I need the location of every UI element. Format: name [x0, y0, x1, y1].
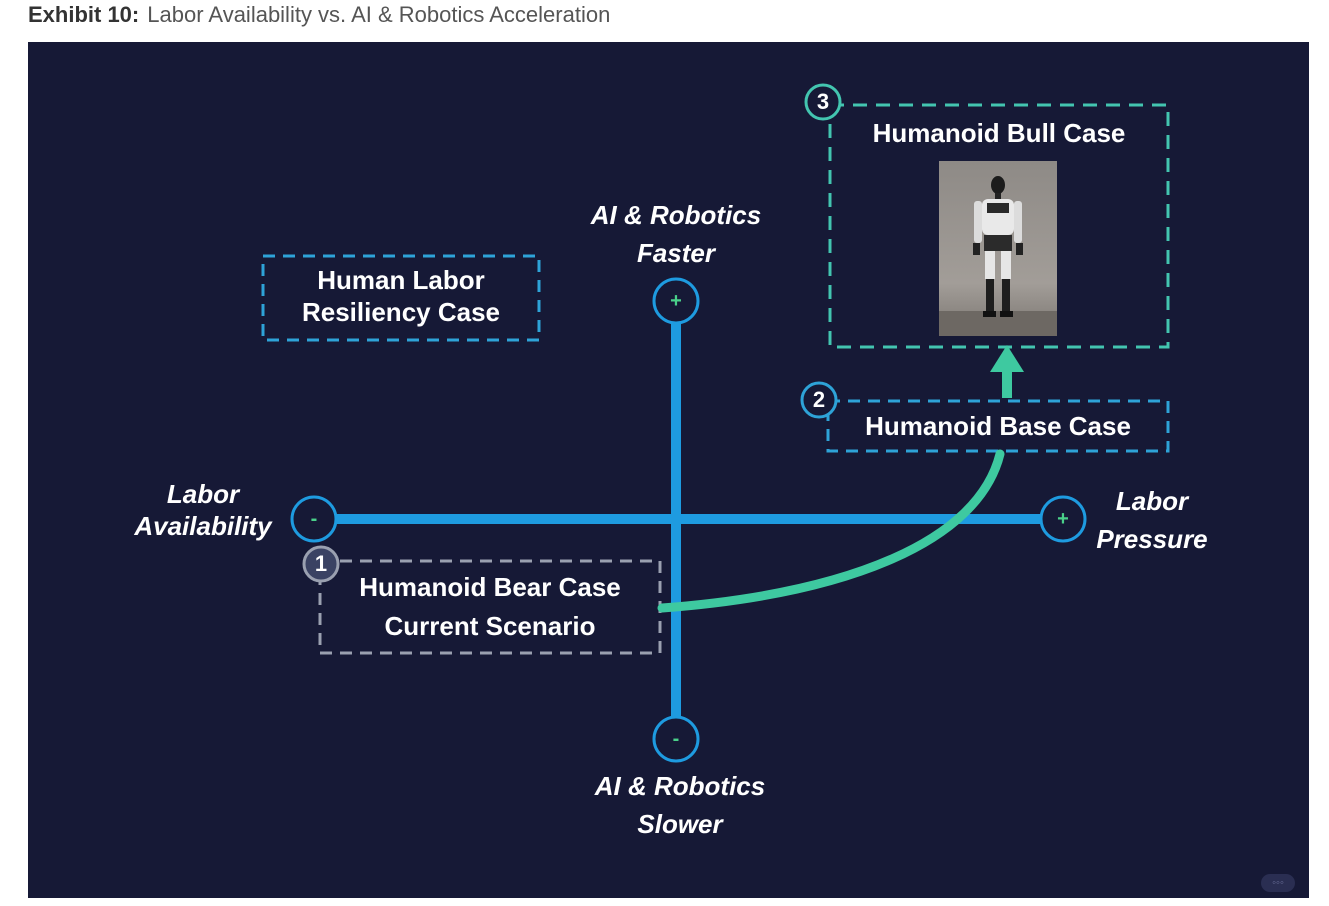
right-axis-label-line2: Pressure: [1096, 524, 1208, 554]
base-badge-ring: [800, 381, 838, 419]
bull-box: [828, 103, 1170, 349]
exhibit-caption: Exhibit 10: Labor Availability vs. AI & R…: [28, 2, 610, 28]
bull-box-label: Humanoid Bull Case: [872, 118, 1126, 148]
diagram-graphics: [261, 83, 1170, 763]
bear-badge: 1: [314, 551, 328, 576]
top-axis-end: [652, 277, 700, 325]
exhibit-title: Labor Availability vs. AI & Robotics Acc…: [147, 2, 611, 27]
diagram-panel: + - - + AI & Robotics Faster AI & Roboti…: [28, 42, 1309, 898]
base-box-label: Humanoid Base Case: [865, 411, 1131, 441]
base-to-bull-arrowhead: [990, 345, 1024, 372]
bottom-axis-end: [652, 715, 700, 763]
bottom-axis-label: AI & Robotics Slower: [580, 767, 780, 843]
bear-badge-ring: [302, 545, 340, 583]
right-axis-sign: +: [1057, 508, 1069, 530]
top-axis-label-line1: AI & Robotics: [590, 200, 762, 230]
top-axis-label: AI & Robotics Faster: [576, 196, 776, 272]
bull-badge: 3: [816, 89, 830, 114]
right-axis-label: Labor Pressure: [1086, 482, 1218, 558]
left-axis-label-line2: Availability: [134, 511, 272, 541]
watermark-icon: ◦◦◦: [1261, 874, 1295, 892]
bear-box-label: Humanoid Bear Case Current Scenario: [320, 568, 660, 646]
bear-box-line1: Humanoid Bear Case: [359, 572, 621, 602]
bottom-axis-sign: -: [672, 728, 680, 750]
top-axis-sign: +: [670, 290, 682, 312]
resiliency-box-line2: Resiliency Case: [301, 297, 500, 327]
exhibit-number: Exhibit 10:: [28, 2, 140, 27]
bottom-axis-label-line1: AI & Robotics: [594, 771, 766, 801]
resiliency-box-line1: Human Labor: [317, 265, 485, 295]
bull-badge-ring: [804, 83, 842, 121]
resiliency-box-label: Human Labor Resiliency Case: [263, 264, 539, 328]
top-axis-label-line2: Faster: [636, 238, 716, 268]
right-axis-end: [1039, 495, 1087, 543]
base-badge: 2: [812, 387, 826, 412]
base-to-bull-arrow-shaft: [1002, 370, 1012, 398]
robot-icon: [939, 176, 1057, 336]
humanoid-robot-photo: [939, 161, 1057, 336]
bottom-axis-label-line2: Slower: [637, 809, 723, 839]
left-axis-sign: -: [310, 508, 318, 530]
left-axis-end: [290, 495, 338, 543]
bear-to-base-curve: [657, 449, 1005, 613]
left-axis-label-line1: Labor: [166, 479, 240, 509]
left-axis-label: Labor Availability: [118, 478, 288, 542]
bear-box-line2: Current Scenario: [384, 611, 596, 641]
right-axis-label-line1: Labor: [1115, 486, 1189, 516]
